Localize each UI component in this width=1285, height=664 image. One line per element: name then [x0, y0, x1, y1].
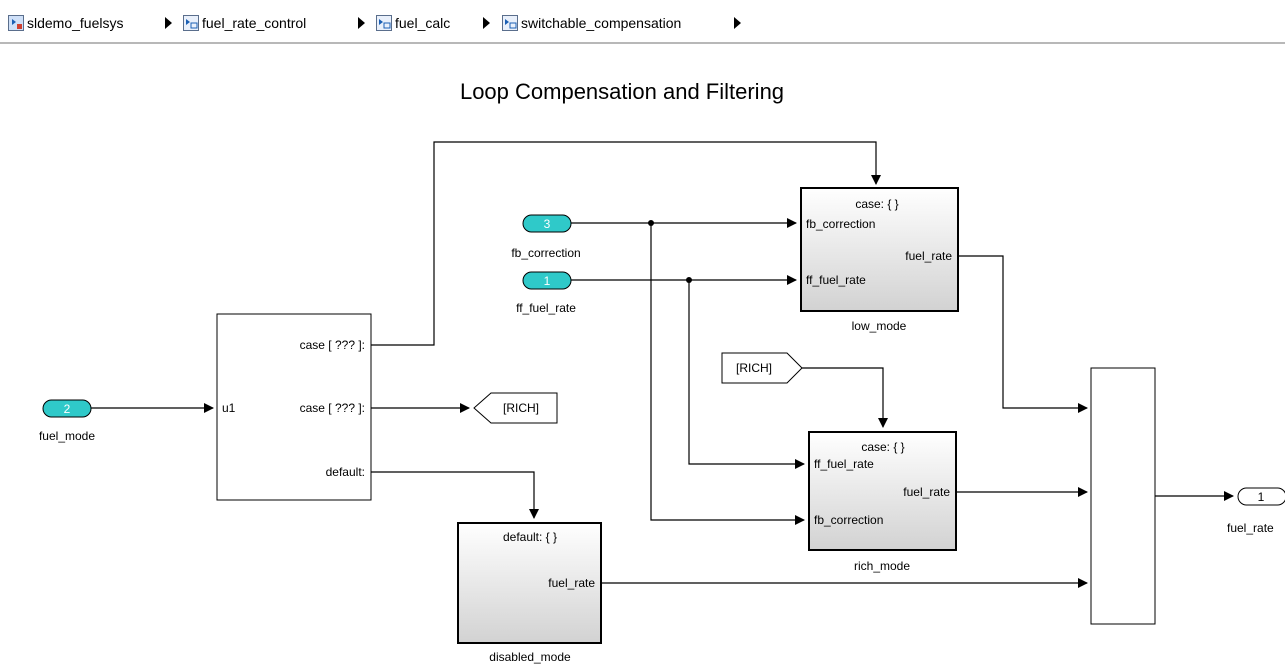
signal-line[interactable]: [802, 367, 888, 428]
signal-line[interactable]: [650, 223, 805, 525]
switch-input-label: u1: [222, 401, 236, 415]
port-label: fb_correction: [511, 246, 580, 260]
breadcrumb-item-switchable-compensation[interactable]: switchable_compensation: [502, 14, 681, 32]
action-label: case: { }: [855, 197, 898, 211]
subsystem-icon: [502, 15, 518, 31]
goto-rich-block[interactable]: [RICH]: [473, 392, 558, 424]
input-port-label: fb_correction: [806, 217, 875, 231]
diagram-title: Loop Compensation and Filtering: [460, 79, 784, 104]
goto-tag: [RICH]: [503, 401, 539, 415]
signal-line[interactable]: [959, 255, 1088, 413]
switch-output-label: default:: [326, 465, 365, 479]
breadcrumb-item-sldemo-fuelsys[interactable]: sldemo_fuelsys: [8, 14, 124, 32]
output-port-label: fuel_rate: [905, 249, 952, 263]
disabled-mode-subsystem[interactable]: default: { } fuel_rate disabled_mode: [457, 522, 602, 664]
port-number: 3: [544, 217, 551, 231]
subsystem-icon: [183, 15, 199, 31]
inport-ff-fuel-rate[interactable]: 1 ff_fuel_rate: [516, 271, 576, 315]
from-rich-block[interactable]: [RICH]: [721, 352, 803, 384]
port-number: 2: [64, 402, 71, 416]
outport-fuel-rate[interactable]: 1 fuel_rate: [1227, 487, 1285, 535]
breadcrumb-label: fuel_rate_control: [202, 15, 307, 31]
block-name: low_mode: [852, 319, 907, 333]
diagram-canvas[interactable]: Loop Compensation and Filtering 3: [0, 44, 1285, 664]
subsystem-icon: [376, 15, 392, 31]
signal-line[interactable]: [688, 280, 805, 469]
block-name: rich_mode: [854, 559, 910, 573]
port-label: fuel_mode: [39, 429, 95, 443]
model-icon: [8, 15, 24, 31]
port-number: 1: [1258, 490, 1265, 504]
breadcrumb-separator-icon: [483, 17, 490, 29]
input-port-label: fb_correction: [814, 513, 883, 527]
rich-mode-subsystem[interactable]: case: { } ff_fuel_rate fb_correction fue…: [808, 431, 957, 573]
breadcrumb-separator-icon: [734, 17, 741, 29]
action-label: default: { }: [503, 530, 557, 544]
breadcrumb: sldemo_fuelsys fuel_rate_control fuel_ca…: [0, 0, 1285, 44]
input-port-label: ff_fuel_rate: [814, 457, 874, 471]
branch-point: [686, 277, 692, 283]
signal-line[interactable]: [371, 471, 539, 519]
breadcrumb-item-fuel-calc[interactable]: fuel_calc: [376, 14, 450, 32]
merge-block[interactable]: [1090, 367, 1156, 625]
output-port-label: fuel_rate: [548, 576, 595, 590]
from-tag: [RICH]: [736, 361, 772, 375]
inport-fb-correction[interactable]: 3 fb_correction: [511, 214, 581, 260]
breadcrumb-label: switchable_compensation: [521, 15, 682, 31]
port-label: ff_fuel_rate: [516, 301, 576, 315]
switch-case-block[interactable]: u1 case [ ??? ]: case [ ??? ]: default:: [216, 313, 372, 501]
action-label: case: { }: [861, 440, 904, 454]
input-port-label: ff_fuel_rate: [806, 273, 866, 287]
block-name: disabled_mode: [489, 650, 571, 664]
breadcrumb-item-fuel-rate-control[interactable]: fuel_rate_control: [183, 14, 306, 32]
inport-fuel-mode[interactable]: 2 fuel_mode: [39, 399, 95, 443]
output-port-label: fuel_rate: [903, 485, 950, 499]
low-mode-subsystem[interactable]: case: { } fb_correction ff_fuel_rate fue…: [800, 187, 959, 333]
signal-line[interactable]: [371, 141, 881, 346]
branch-point: [648, 220, 654, 226]
port-number: 1: [544, 274, 551, 288]
breadcrumb-separator-icon: [358, 17, 365, 29]
breadcrumb-label: sldemo_fuelsys: [27, 15, 124, 31]
breadcrumb-label: fuel_calc: [395, 15, 451, 31]
switch-output-label: case [ ??? ]:: [300, 401, 365, 415]
breadcrumb-separator-icon: [165, 17, 172, 29]
switch-output-label: case [ ??? ]:: [300, 338, 365, 352]
port-label: fuel_rate: [1227, 521, 1274, 535]
